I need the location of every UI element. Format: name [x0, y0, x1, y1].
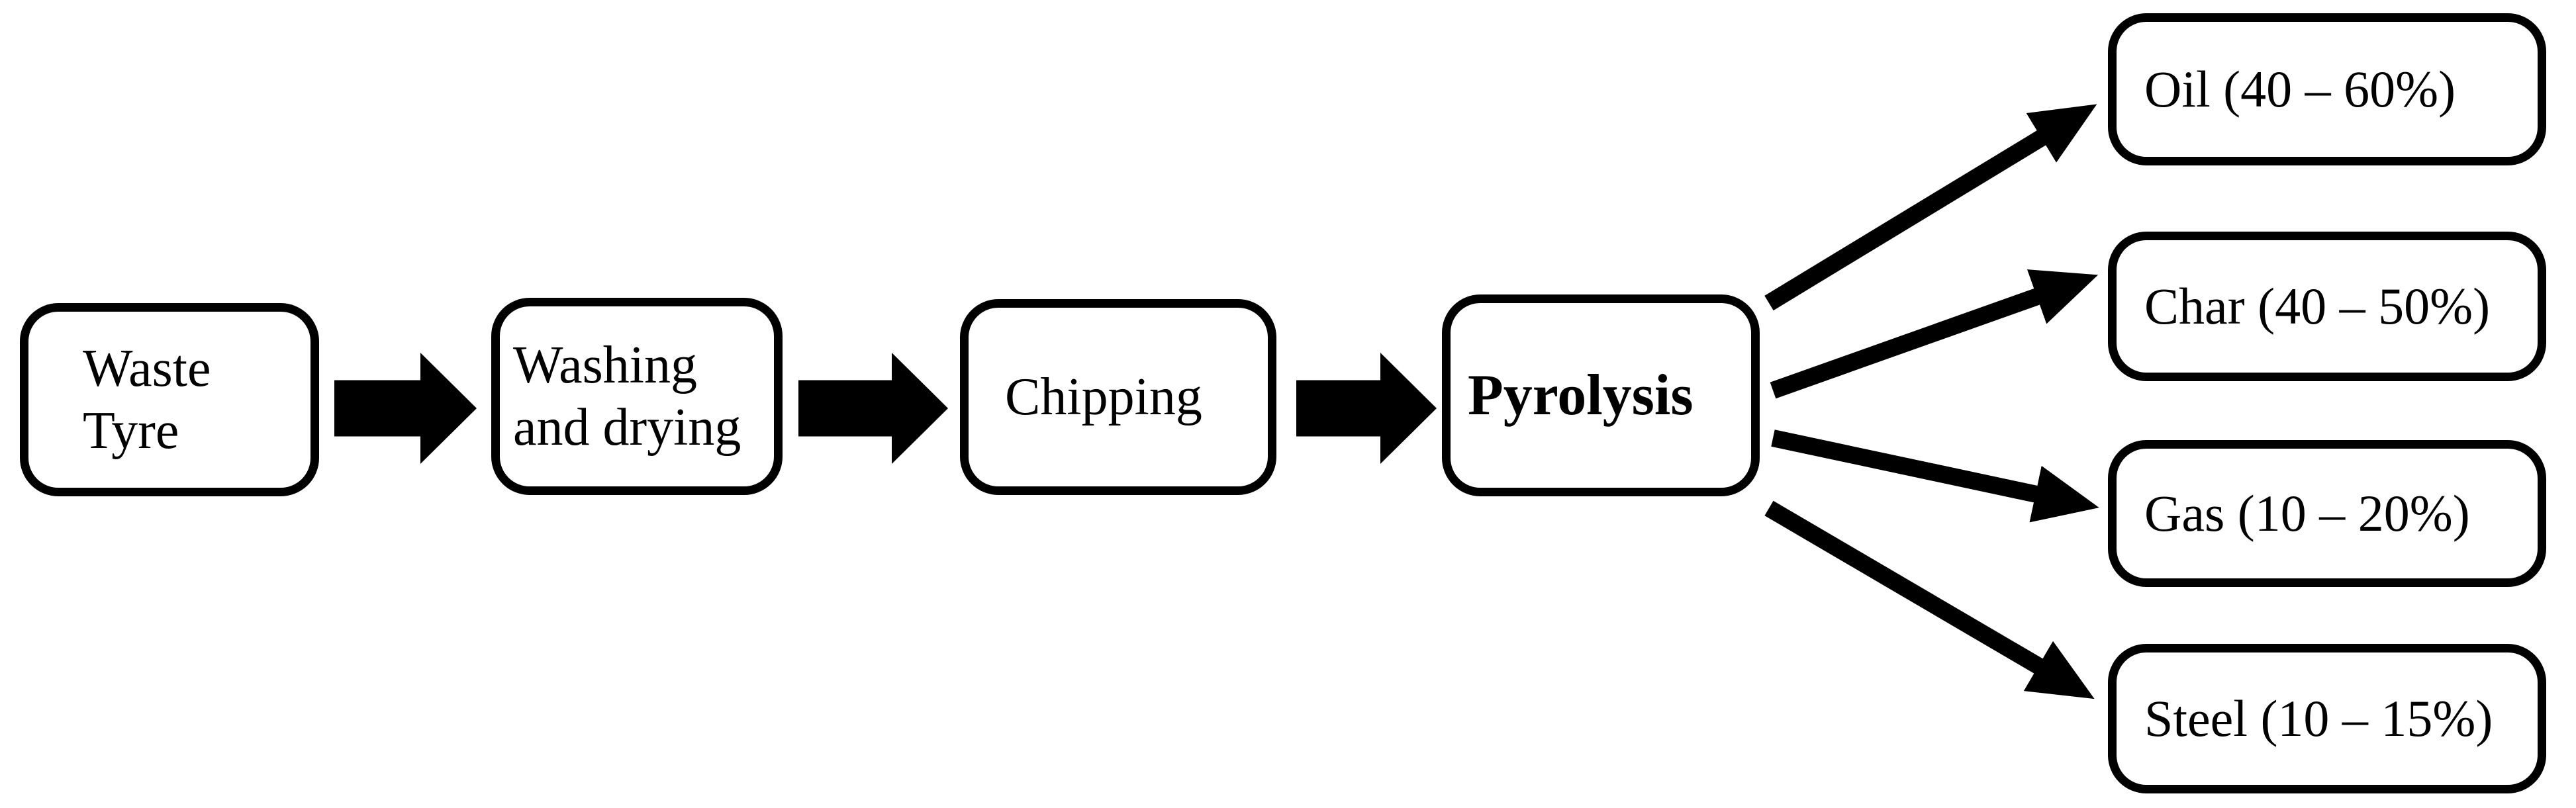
node-pyrolysis: Pyrolysis: [1442, 294, 1760, 496]
node-char-output-label: Char (40 – 50%): [2144, 277, 2491, 335]
node-oil-output: Oil (40 – 60%): [2108, 13, 2546, 165]
node-pyrolysis-label: Pyrolysis: [1468, 363, 1693, 427]
node-chipping-label: Chipping: [1005, 367, 1202, 426]
node-gas-output: Gas (10 – 20%): [2108, 440, 2546, 587]
node-steel-output: Steel (10 – 15%): [2108, 644, 2546, 793]
arrow-waste-to-washing: [334, 353, 477, 464]
arrow-chipping-to-pyrolysis: [1296, 353, 1437, 464]
node-waste-tyre-label: Waste Tyre: [83, 339, 211, 460]
arrow-pyrolysis-to-steel: [1764, 500, 2095, 699]
node-chipping: Chipping: [960, 299, 1276, 495]
node-char-output: Char (40 – 50%): [2108, 232, 2546, 381]
arrow-pyrolysis-to-gas: [1771, 429, 2099, 523]
node-washing-and-drying: Washing and drying: [491, 298, 783, 495]
node-waste-tyre: Waste Tyre: [20, 303, 319, 496]
arrow-washing-to-chipping: [798, 353, 948, 464]
node-washing-and-drying-label: Washing and drying: [513, 336, 741, 457]
node-oil-output-label: Oil (40 – 60%): [2144, 60, 2456, 118]
node-gas-output-label: Gas (10 – 20%): [2144, 484, 2470, 542]
arrow-pyrolysis-to-oil: [1764, 104, 2097, 311]
node-steel-output-label: Steel (10 – 15%): [2144, 689, 2493, 747]
arrow-pyrolysis-to-char: [1770, 269, 2099, 399]
